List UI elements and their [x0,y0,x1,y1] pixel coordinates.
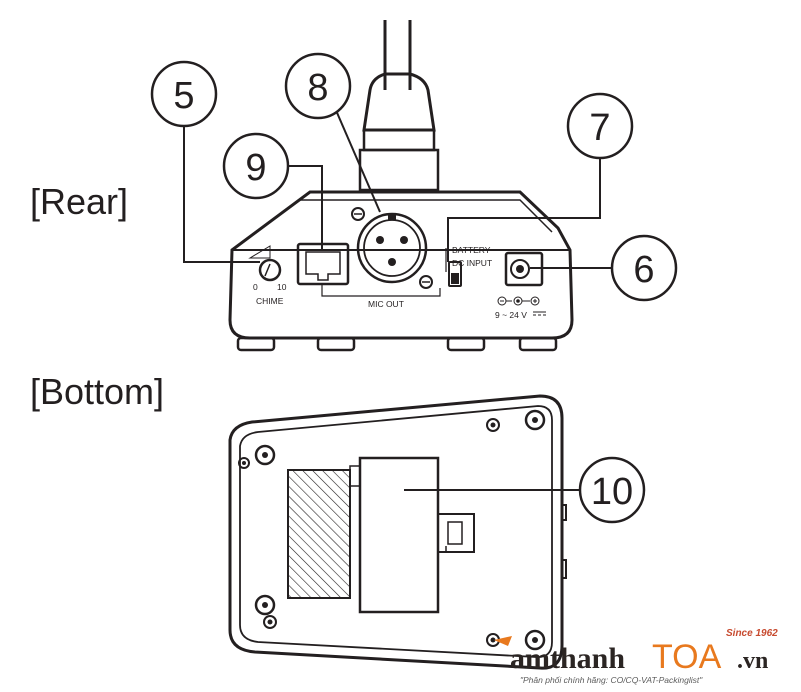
section-label-rear: [Rear] [30,181,128,222]
chime-max-label: 10 [277,282,287,292]
callout-5-number: 5 [173,75,194,117]
callout-6-number: 6 [633,249,654,291]
rear-screws [351,207,433,289]
mic-out-label: MIC OUT [368,299,404,309]
name-label-area [287,469,351,599]
callout-10-number: 10 [591,471,633,513]
voltage-label: 9 ~ 24 V [495,310,527,320]
xlr-connector [356,212,428,284]
callout-9: 9 [222,132,290,200]
battery-label: BATTERY [452,245,491,255]
chime-min-label: 0 [253,282,258,292]
callout-8: 8 [284,52,352,120]
battery-compartment [349,456,475,614]
leader-lines [183,107,612,491]
watermark-since: Since 1962 [726,628,778,639]
gooseneck [358,20,440,192]
callout-5: 5 [150,60,218,128]
power-select-switch: BATTERY DC INPUT [445,245,492,287]
watermark-brand-accent: TOA [652,638,722,676]
section-label-bottom: [Bottom] [30,371,164,412]
chime-volume-knob: 0 10 CHIME [248,245,287,306]
rear-feet [236,336,558,352]
dc-input-jack: 9 ~ 24 V [495,251,546,320]
bottom-screws [238,418,500,647]
watermark-brand: amthanh [510,642,625,675]
callout-9-number: 9 [245,147,266,189]
bottom-body [228,394,564,670]
callout-7-number: 7 [589,107,610,149]
callout-6: 6 [610,234,678,302]
bottom-feet [254,409,546,651]
callout-10: 10 [578,456,646,524]
watermark-logo: amthanh TOA .vn Since 1962 "Phân phối ch… [494,628,778,685]
watermark-tagline: "Phân phối chính hãng: CO/CQ-VAT-Packing… [520,675,703,685]
dc-input-label: DC INPUT [452,258,492,268]
watermark-suffix: .vn [737,648,768,674]
chime-label: CHIME [256,296,284,306]
callout-8-number: 8 [307,67,328,109]
callout-7: 7 [566,92,634,160]
bottom-view [228,394,567,670]
